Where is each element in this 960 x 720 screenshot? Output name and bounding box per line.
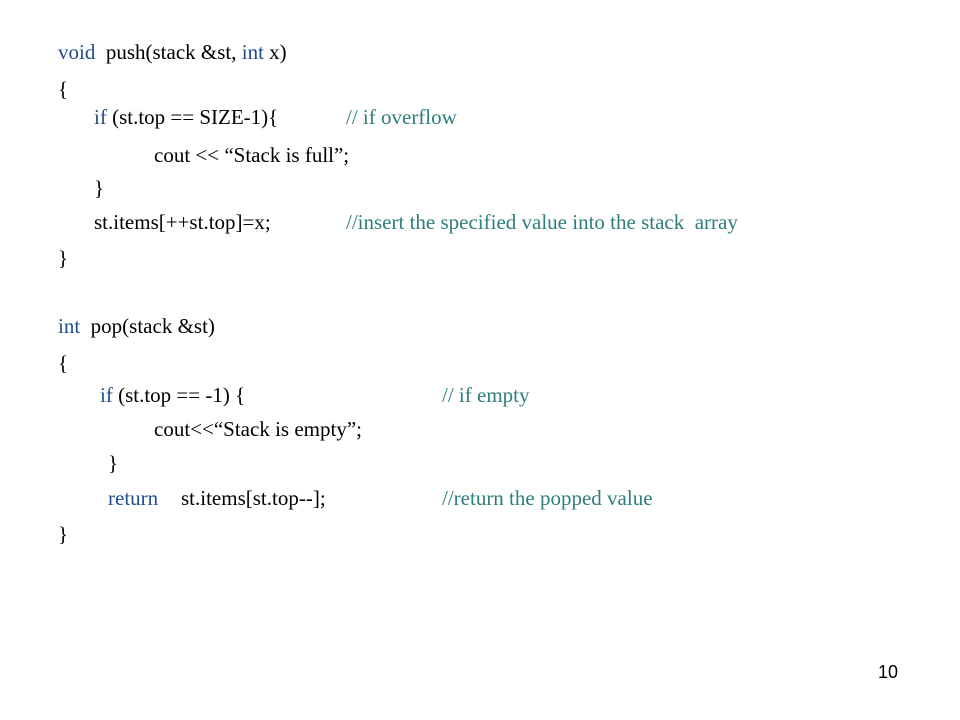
pop-return-keyword: return [108, 486, 159, 510]
pop-close-brace: } [58, 522, 69, 546]
push-close-brace: } [58, 246, 69, 270]
push-cout-line: cout << “Stack is full”; [154, 143, 350, 167]
pop-cout-line: cout<<“Stack is empty”; [154, 417, 362, 441]
push-if-condition: (st.top == SIZE-1){ [106, 105, 279, 129]
pop-open-brace: { [58, 351, 69, 375]
page-number: 10 [878, 662, 899, 682]
pop-close-if: } [108, 451, 119, 475]
pop-signature: int pop(stack &st) [58, 314, 215, 338]
pop-if-line: if (st.top == -1) { [100, 383, 245, 407]
keyword-if: if [94, 105, 107, 129]
push-if-comment: // if overflow [346, 105, 457, 129]
push-signature-params: push(stack &st, [95, 40, 242, 64]
push-signature: void push(stack &st, int x) [58, 40, 287, 64]
keyword-int: int [241, 40, 264, 64]
pop-return-comment: //return the popped value [442, 486, 653, 510]
pop-return-expression: st.items[st.top--]; [181, 486, 326, 510]
push-assign-line: st.items[++st.top]=x; [94, 210, 271, 234]
push-open-brace: { [58, 77, 69, 101]
keyword-int: int [58, 314, 81, 338]
push-signature-end: x) [263, 40, 287, 64]
pop-signature-params: pop(stack &st) [80, 314, 215, 338]
push-close-if: } [94, 176, 105, 200]
keyword-if: if [100, 383, 113, 407]
push-if-line: if (st.top == SIZE-1){ [94, 105, 278, 129]
pop-if-comment: // if empty [442, 383, 530, 407]
keyword-void: void [58, 40, 96, 64]
pop-if-condition: (st.top == -1) { [112, 383, 246, 407]
push-assign-comment: //insert the specified value into the st… [346, 210, 738, 234]
